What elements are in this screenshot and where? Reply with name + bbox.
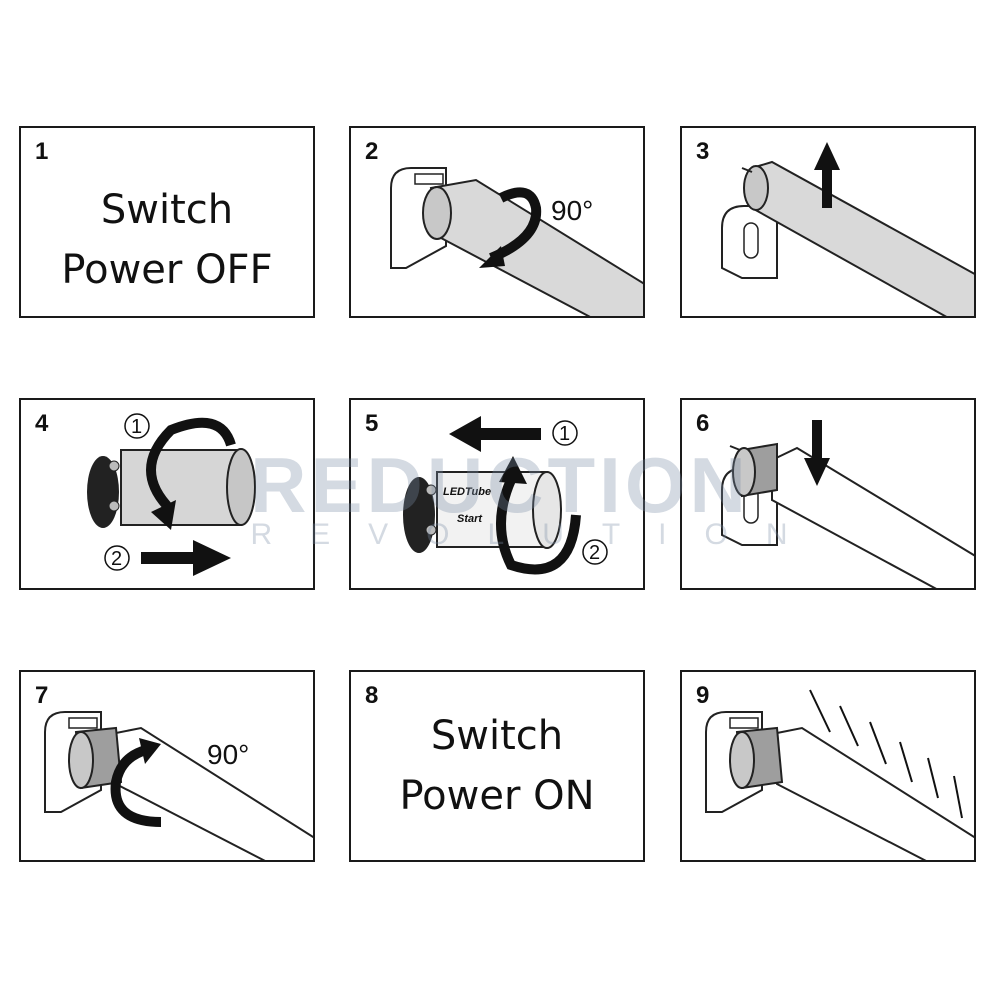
- step-1-panel: 1 Switch Power OFF: [19, 126, 315, 318]
- right-arrow-shaft: [141, 552, 196, 564]
- lift-tube-illustration: [721, 142, 974, 316]
- rotation-angle: 90°: [551, 195, 593, 226]
- lit-led-tube-illustration: [705, 689, 974, 860]
- substep-2-label: 2: [589, 542, 600, 564]
- rotate-arrow-icon: [110, 745, 162, 827]
- rotation-angle: 90°: [207, 739, 249, 770]
- led-starter: [436, 471, 548, 548]
- holder-clip: [414, 173, 444, 185]
- old-starter: [120, 449, 242, 526]
- step-8-panel: 8 Switch Power ON: [349, 670, 645, 862]
- instruction-line-1: Switch: [430, 713, 564, 759]
- tube-end-cap: [743, 165, 769, 211]
- step-number: 2: [365, 138, 379, 165]
- instruction-line-2: Power ON: [399, 773, 595, 819]
- step-instruction: Switch Power OFF: [21, 180, 313, 300]
- led-tube: [771, 446, 974, 588]
- tube-pin: [729, 445, 741, 451]
- step-6-panel: 6: [680, 398, 976, 590]
- down-arrow-shaft: [812, 420, 822, 460]
- install-starter-illustration: 1 LEDTube Start 2: [403, 416, 608, 575]
- step-number: 4: [35, 410, 49, 437]
- right-arrow-icon: [193, 540, 231, 576]
- starter-brand-label: LEDTube: [443, 486, 491, 498]
- step-instruction: Switch Power ON: [351, 706, 643, 826]
- instruction-line-1: Switch: [100, 187, 234, 233]
- tube-end-cap: [422, 186, 452, 240]
- step-3-panel: 3: [680, 126, 976, 318]
- holder-clip: [68, 717, 98, 729]
- step-number: 7: [35, 682, 49, 709]
- fluorescent-tube: [751, 160, 974, 316]
- insert-led-tube-illustration: [721, 420, 974, 588]
- tube-pin: [741, 167, 753, 173]
- rotate-led-tube-illustration: 90°: [44, 711, 313, 860]
- tube-end-cap: [732, 447, 756, 497]
- left-arrow-icon: [449, 416, 481, 452]
- holder-clip: [729, 717, 759, 729]
- left-arrow-shaft: [481, 428, 541, 440]
- arrow-head-icon: [499, 456, 527, 484]
- step-number: 5: [365, 410, 379, 437]
- arrow-head-icon: [479, 246, 505, 268]
- down-arrow-icon: [804, 458, 830, 486]
- tube-end-cap: [68, 731, 94, 789]
- starter-socket: [403, 477, 435, 553]
- step-2-panel: 2 90°: [349, 126, 645, 318]
- step-number: 9: [696, 682, 710, 709]
- up-arrow-shaft: [822, 168, 832, 208]
- rotate-arrow-icon: [489, 187, 542, 263]
- substep-1-label: 1: [559, 423, 570, 445]
- instruction-line-2: Power OFF: [61, 247, 273, 293]
- arrow-head-icon: [151, 500, 176, 530]
- holder-slot: [743, 222, 759, 259]
- step-number: 8: [365, 682, 379, 709]
- rotate-tube-illustration: 90°: [390, 167, 643, 316]
- step-number: 1: [35, 138, 49, 165]
- led-tube: [770, 726, 974, 860]
- step-4-panel: 4 1 2: [19, 398, 315, 590]
- rotate-arrow-icon: [496, 477, 581, 575]
- rotate-arrow-icon: [146, 417, 236, 514]
- tube-end-cap: [729, 731, 755, 789]
- substep-1-label: 1: [131, 416, 142, 438]
- step-9-panel: 9: [680, 670, 976, 862]
- remove-starter-illustration: 1 2: [87, 413, 256, 576]
- starter-sub-label: Start: [457, 513, 483, 525]
- step-7-panel: 7 90°: [19, 670, 315, 862]
- up-arrow-icon: [814, 142, 840, 170]
- substep-2-label: 2: [111, 548, 122, 570]
- light-rays-icon: [809, 689, 963, 819]
- step-number: 6: [696, 410, 710, 437]
- step-number: 3: [696, 138, 710, 165]
- arrow-head-icon: [139, 738, 161, 764]
- step-5-panel: 5 1 LEDTube Start 2: [349, 398, 645, 590]
